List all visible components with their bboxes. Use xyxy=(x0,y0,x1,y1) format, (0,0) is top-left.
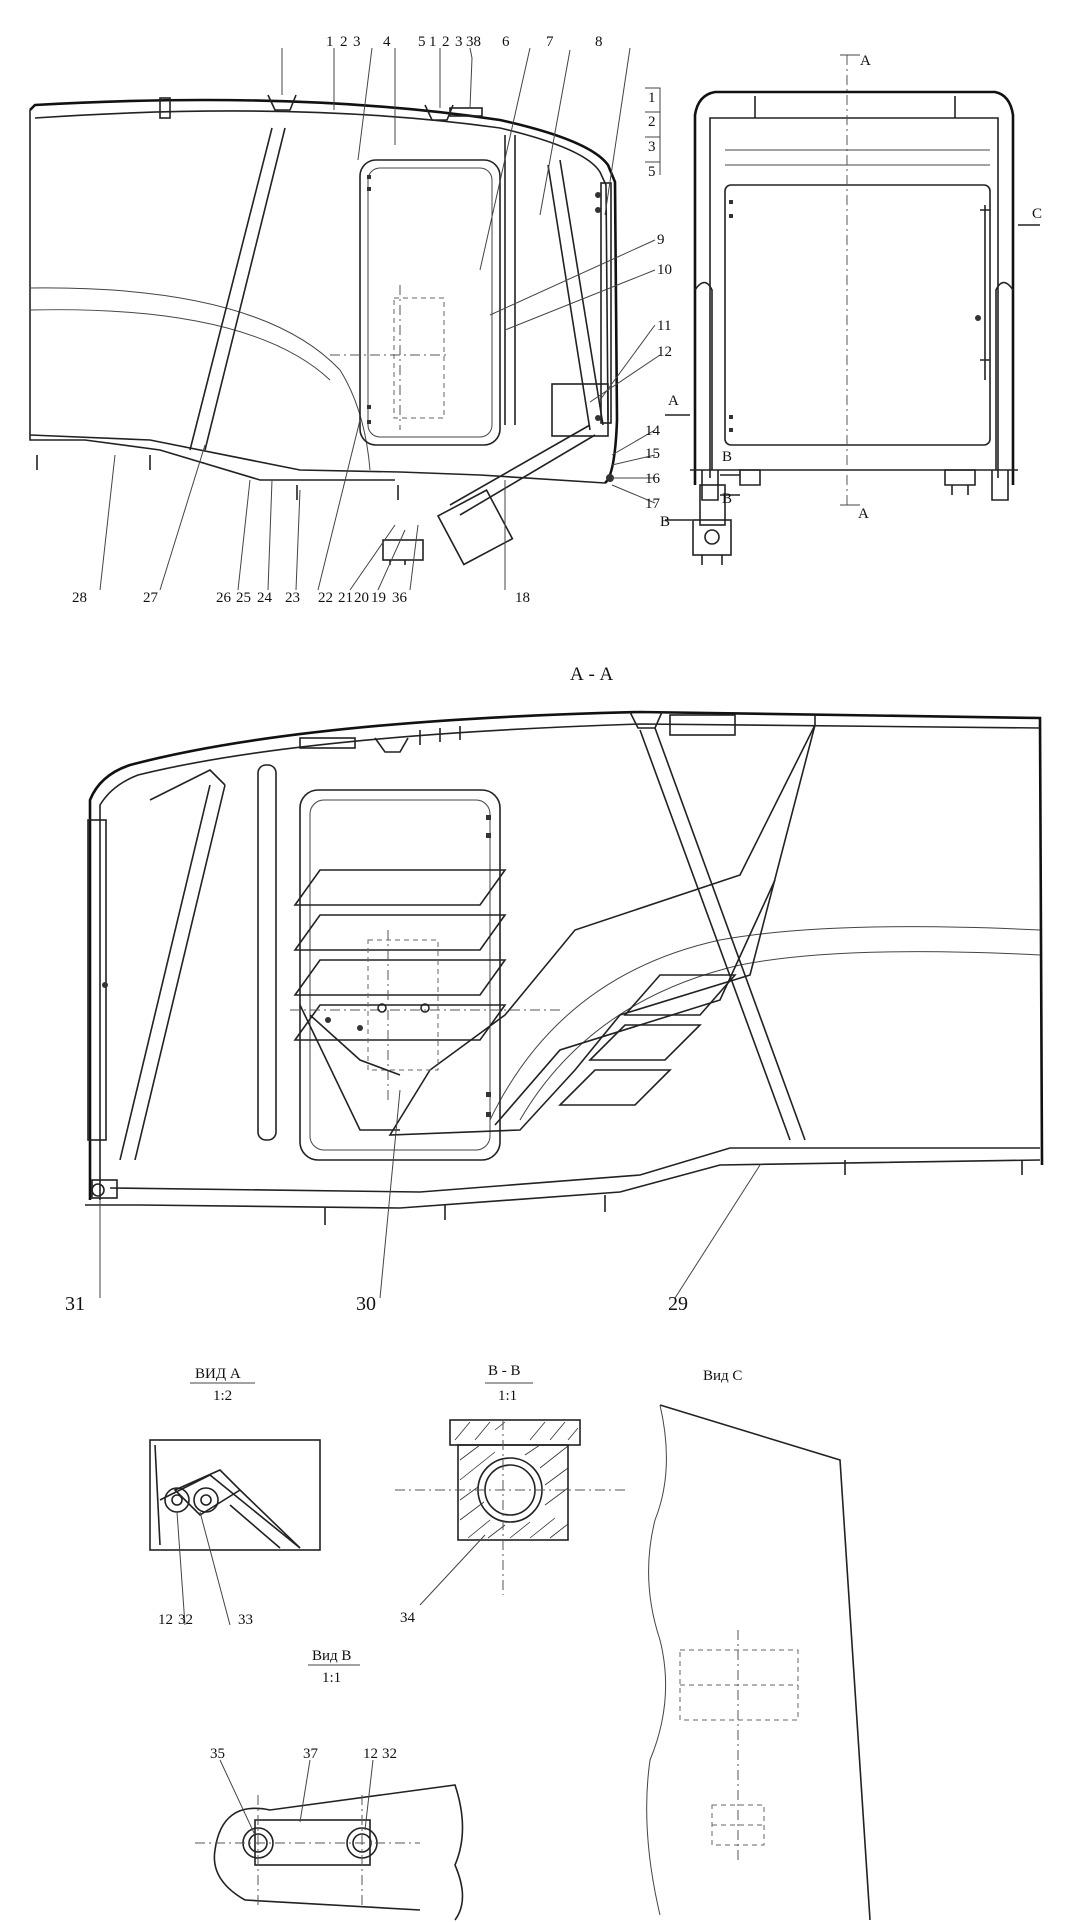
label-16: 16 xyxy=(645,471,661,487)
view-a-label-12: 12 xyxy=(158,1612,173,1628)
label-10: 10 xyxy=(657,262,672,278)
section-bb-label-34: 34 xyxy=(400,1610,416,1626)
label-19: 19 xyxy=(371,590,386,606)
arrow-b-side: B xyxy=(660,514,670,530)
view-c: Вид С xyxy=(646,1368,871,1921)
label-2: 2 xyxy=(340,34,348,50)
arrow-a-top: A xyxy=(860,53,871,69)
view-b-scale: 1:1 xyxy=(322,1670,341,1686)
label-11: 11 xyxy=(657,318,671,334)
bb-hatching xyxy=(454,1421,579,1539)
view-a-scale: 1:2 xyxy=(213,1388,232,1404)
view-a-title: ВИД А xyxy=(195,1366,241,1382)
label-8: 8 xyxy=(595,34,603,50)
stack-label-2: 2 xyxy=(648,114,656,130)
label-30: 30 xyxy=(356,1293,376,1315)
label-2b: 2 xyxy=(442,34,450,50)
arrow-b-small-1: B xyxy=(722,449,732,465)
label-14: 14 xyxy=(645,423,661,439)
stack-label-3: 3 xyxy=(648,139,656,155)
arrow-a-bottom: A xyxy=(858,506,869,522)
label-1b: 1 xyxy=(429,34,437,50)
label-1: 1 xyxy=(326,34,334,50)
label-17: 17 xyxy=(645,496,661,512)
label-26: 26 xyxy=(216,590,232,606)
view-b-title: Вид В xyxy=(312,1648,351,1664)
label-3b: 3 xyxy=(455,34,463,50)
label-23: 23 xyxy=(285,590,300,606)
label-6: 6 xyxy=(502,34,510,50)
view-a-label-33: 33 xyxy=(238,1612,253,1628)
label-38: 38 xyxy=(466,34,481,50)
label-31: 31 xyxy=(65,1293,85,1315)
view-b-label-12: 12 xyxy=(363,1746,378,1762)
label-18: 18 xyxy=(515,590,530,606)
label-27: 27 xyxy=(143,590,159,606)
section-a-a: А - А xyxy=(65,664,1044,1315)
label-3: 3 xyxy=(353,34,361,50)
arrow-b-small-2: B xyxy=(722,491,732,507)
view-c-title: Вид С xyxy=(703,1368,742,1384)
stack-label-5: 5 xyxy=(648,164,656,180)
view-b-label-32: 32 xyxy=(382,1746,397,1762)
label-9: 9 xyxy=(657,232,665,248)
front-view: A A A C B B B 1 2 3 5 xyxy=(645,53,1042,565)
side-view: 1 2 3 4 5 1 2 3 38 6 7 8 9 10 11 12 14 1… xyxy=(29,34,672,606)
view-b-label-37: 37 xyxy=(303,1746,319,1762)
label-5: 5 xyxy=(418,34,426,50)
view-b: Вид В 1:1 35 37 12 32 xyxy=(195,1648,464,1921)
label-21: 21 xyxy=(338,590,353,606)
view-a-label-32: 32 xyxy=(178,1612,193,1628)
stack-label-1: 1 xyxy=(648,90,656,106)
label-25: 25 xyxy=(236,590,251,606)
label-20: 20 xyxy=(354,590,369,606)
section-b-b: B - B 1:1 34 xyxy=(395,1363,625,1626)
section-bb-scale: 1:1 xyxy=(498,1388,517,1404)
view-a: ВИД А 1:2 12 32 33 xyxy=(149,1366,321,1628)
label-28: 28 xyxy=(72,590,87,606)
label-24: 24 xyxy=(257,590,273,606)
label-22: 22 xyxy=(318,590,333,606)
arrow-a-side: A xyxy=(668,393,679,409)
label-29: 29 xyxy=(668,1293,688,1315)
label-15: 15 xyxy=(645,446,660,462)
label-7: 7 xyxy=(546,34,554,50)
label-12: 12 xyxy=(657,344,672,360)
view-b-label-35: 35 xyxy=(210,1746,225,1762)
label-4: 4 xyxy=(383,34,391,50)
arrow-c-side: C xyxy=(1032,206,1042,222)
label-36: 36 xyxy=(392,590,408,606)
section-a-title: А - А xyxy=(570,664,614,685)
section-bb-title: B - B xyxy=(488,1363,521,1379)
